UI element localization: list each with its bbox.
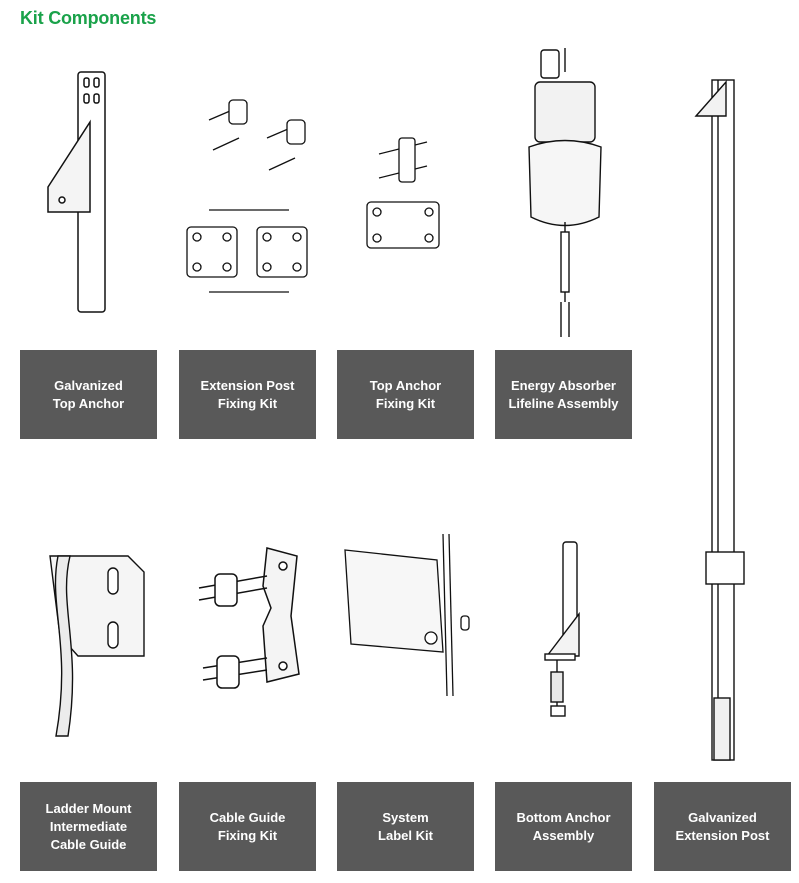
energy-absorber-lifeline-assembly-image xyxy=(495,42,632,350)
kit-components-heading: Kit Components xyxy=(20,8,157,28)
top-anchor-fixing-kit-image xyxy=(337,42,474,350)
extension-post-fixing-kit-image xyxy=(179,42,316,350)
cable-guide-fixing-kit-image xyxy=(179,476,316,782)
galvanized-top-anchor-image xyxy=(20,42,157,350)
ladder-mount-intermediate-cable-guide-image xyxy=(20,476,157,782)
system-label-kit-image xyxy=(337,476,474,782)
bottom-anchor-assembly-image xyxy=(495,476,632,782)
galvanized-extension-post-image xyxy=(654,42,791,782)
